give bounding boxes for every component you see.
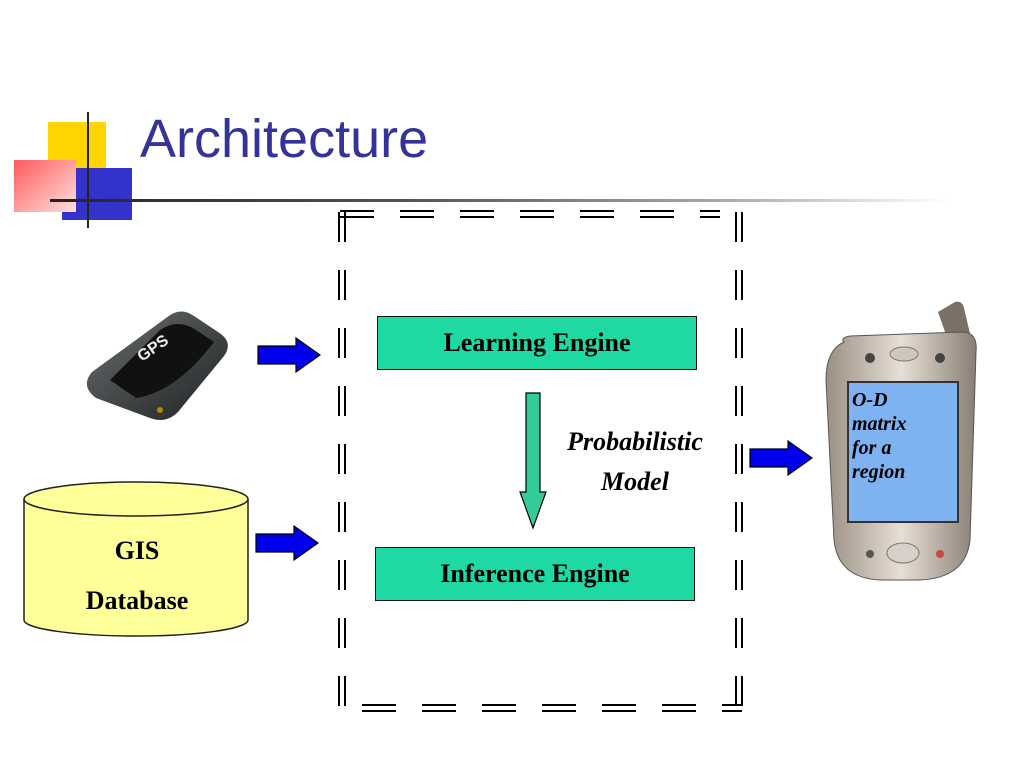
gis-database-cylinder <box>23 481 249 637</box>
gis-database-label: GIS Database <box>24 526 250 626</box>
pocket-pc-phone-image <box>825 301 977 581</box>
gps-arrow <box>257 336 322 374</box>
od-matrix-label: O-D matrix for a region <box>852 388 952 484</box>
od-label-line-3: for a <box>852 437 892 459</box>
od-label-line-4: region <box>852 461 906 483</box>
od-label-line-2: matrix <box>852 413 907 435</box>
od-label-line-1: O-D <box>852 389 888 411</box>
title-underline <box>50 199 950 202</box>
input-arrows <box>255 336 814 562</box>
probabilistic-model-label: Probabilistic Model <box>540 422 730 502</box>
output-arrow <box>749 439 814 477</box>
model-label-line-1: Probabilistic <box>567 427 703 456</box>
phone-screen <box>847 381 959 523</box>
gps-device-image: GPS <box>86 311 228 420</box>
gis-label-line-1: GIS <box>114 536 160 565</box>
model-label-line-2: Model <box>601 467 669 496</box>
learning-engine-box: Learning Engine <box>377 316 697 370</box>
database-arrow <box>255 524 320 562</box>
probabilistic-model-arrow <box>519 392 547 530</box>
inference-engine-box: Inference Engine <box>375 547 695 601</box>
slide-title: Architecture <box>140 109 429 169</box>
system-boundary <box>338 210 743 712</box>
gis-label-line-2: Database <box>85 586 189 615</box>
red-square <box>14 160 76 212</box>
